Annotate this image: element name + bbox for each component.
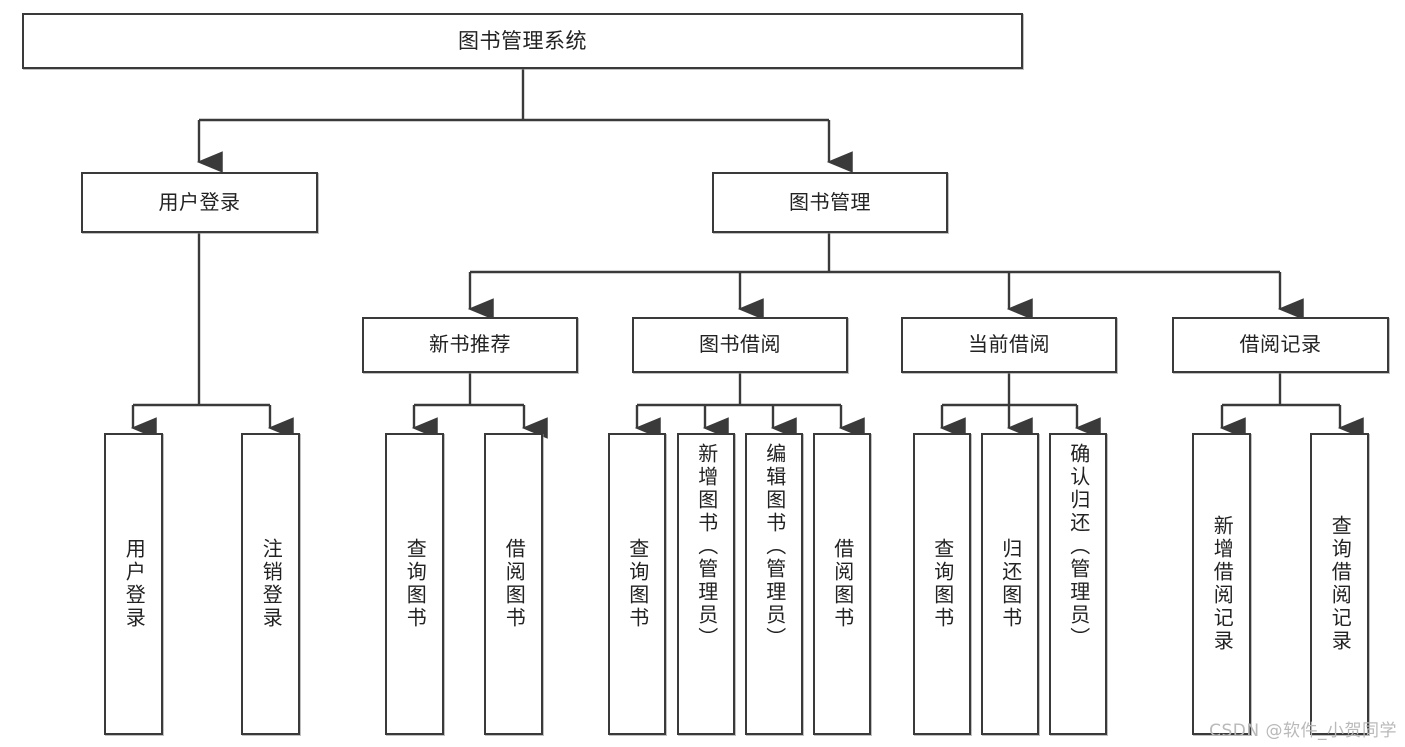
leaf-borrow-book-borrow[interactable]: 借阅图书 <box>813 433 871 735</box>
node-label: 用户登录 <box>122 538 147 630</box>
node-label: 图书管理系统 <box>458 28 587 53</box>
node-book-management[interactable]: 图书管理 <box>712 172 948 233</box>
leaf-query-book-borrow[interactable]: 查询图书 <box>608 433 666 735</box>
leaf-query-book-recommend[interactable]: 查询图书 <box>385 433 444 735</box>
node-label: 查询图书 <box>403 538 428 630</box>
node-label: 借阅记录 <box>1239 332 1322 357</box>
watermark: CSDN @软件_小贺同学 <box>1209 721 1397 741</box>
leaf-query-book-current[interactable]: 查询图书 <box>913 433 971 735</box>
node-book-borrow[interactable]: 图书借阅 <box>632 317 848 373</box>
node-label: 编辑图书（管理员） <box>762 443 787 650</box>
node-label: 当前借阅 <box>968 332 1050 357</box>
leaf-add-book-admin[interactable]: 新增图书（管理员） <box>677 433 735 735</box>
leaf-edit-book-admin[interactable]: 编辑图书（管理员） <box>745 433 803 735</box>
node-user-login[interactable]: 用户登录 <box>81 172 318 233</box>
node-label: 借阅图书 <box>830 538 855 630</box>
node-label: 归还图书 <box>998 538 1023 630</box>
node-label: 查询借阅记录 <box>1328 515 1353 653</box>
node-label: 图书管理 <box>789 189 871 214</box>
node-label: 确认归还（管理员） <box>1066 443 1091 650</box>
node-current-borrow[interactable]: 当前借阅 <box>901 317 1117 373</box>
node-borrow-record[interactable]: 借阅记录 <box>1172 317 1389 373</box>
leaf-add-borrow-record[interactable]: 新增借阅记录 <box>1192 433 1251 735</box>
node-label: 查询图书 <box>625 538 650 630</box>
leaf-confirm-return-admin[interactable]: 确认归还（管理员） <box>1049 433 1107 735</box>
node-label: 查询图书 <box>930 538 955 630</box>
leaf-user-login[interactable]: 用户登录 <box>104 433 163 735</box>
node-label: 新增图书（管理员） <box>694 443 719 650</box>
node-label: 用户登录 <box>158 189 241 214</box>
node-label: 图书借阅 <box>699 332 781 357</box>
node-new-book-recommend[interactable]: 新书推荐 <box>362 317 578 373</box>
leaf-return-book[interactable]: 归还图书 <box>981 433 1039 735</box>
node-label: 借阅图书 <box>502 538 527 630</box>
leaf-query-borrow-record[interactable]: 查询借阅记录 <box>1310 433 1369 735</box>
node-label: 新增借阅记录 <box>1210 515 1235 653</box>
node-label: 新书推荐 <box>429 332 511 357</box>
leaf-user-logout[interactable]: 注销登录 <box>241 433 300 735</box>
leaf-borrow-book-recommend[interactable]: 借阅图书 <box>484 433 543 735</box>
node-root-book-management-system[interactable]: 图书管理系统 <box>22 13 1023 69</box>
node-label: 注销登录 <box>259 538 284 630</box>
